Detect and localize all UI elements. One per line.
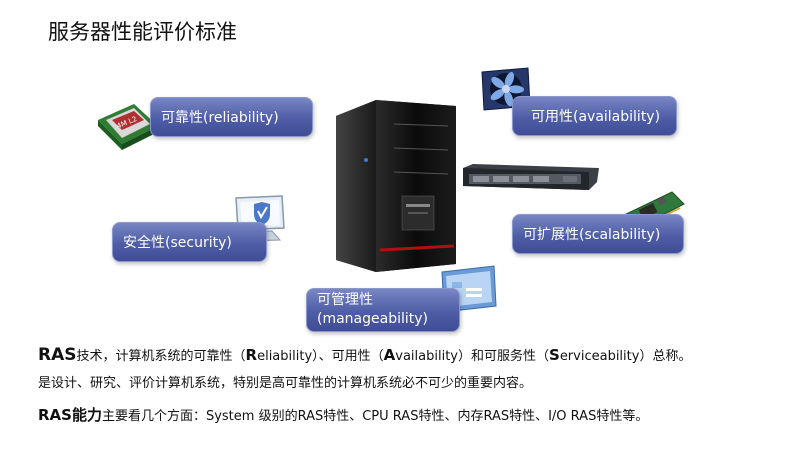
cpu-chip-image: 4M L2 [98, 104, 158, 150]
ras-capability-term: RAS能力 [38, 406, 102, 424]
ras-def-text-2: eliability）、可用性（ [257, 349, 384, 364]
reliability-label: 可靠性(reliability) [161, 110, 279, 126]
ras-def-text-5: 是设计、研究、评价计算机系统，特别是高可靠性的计算机系统必不可少的重要内容。 [38, 376, 533, 391]
page-title: 服务器性能评价标准 [48, 20, 237, 44]
manageability-label-line1: 可管理性 [317, 292, 373, 308]
security-label: 安全性(security) [123, 235, 232, 251]
scalability-label: 可扩展性(scalability) [523, 227, 661, 243]
manageability-label-line2: (manageability) [317, 311, 429, 327]
ras-r-letter: R [245, 346, 258, 364]
ras-s-letter: S [549, 346, 560, 364]
security-pill: 安全性(security) [112, 222, 267, 262]
scalability-pill: 可扩展性(scalability) [512, 214, 684, 254]
ras-def-text-3: vailability）和可服务性（ [395, 349, 549, 364]
ras-capability-text: 主要看几个方面：System 级别的RAS特性、CPU RAS特性、内存RAS特… [101, 409, 649, 424]
ras-term: RAS [38, 345, 77, 365]
ras-capability-line: RAS能力主要看几个方面：System 级别的RAS特性、CPU RAS特性、内… [38, 404, 648, 425]
availability-label: 可用性(availability) [531, 109, 661, 125]
ras-a-letter: A [383, 346, 396, 364]
tower-server-image [336, 100, 456, 272]
reliability-pill: 可靠性(reliability) [150, 97, 313, 137]
manageability-pill: 可管理性 (manageability) [306, 288, 460, 332]
ras-definition-line1: RAS技术，计算机系统的可靠性（Reliability）、可用性（Availab… [38, 345, 691, 365]
rack-server-image [463, 164, 599, 190]
ras-def-text-4: erviceability）总称。 [559, 349, 692, 364]
availability-pill: 可用性(availability) [512, 96, 677, 136]
ras-def-text-1: 技术，计算机系统的可靠性（ [76, 349, 246, 364]
ras-definition-line2: 是设计、研究、评价计算机系统，特别是高可靠性的计算机系统必不可少的重要内容。 [38, 372, 532, 391]
